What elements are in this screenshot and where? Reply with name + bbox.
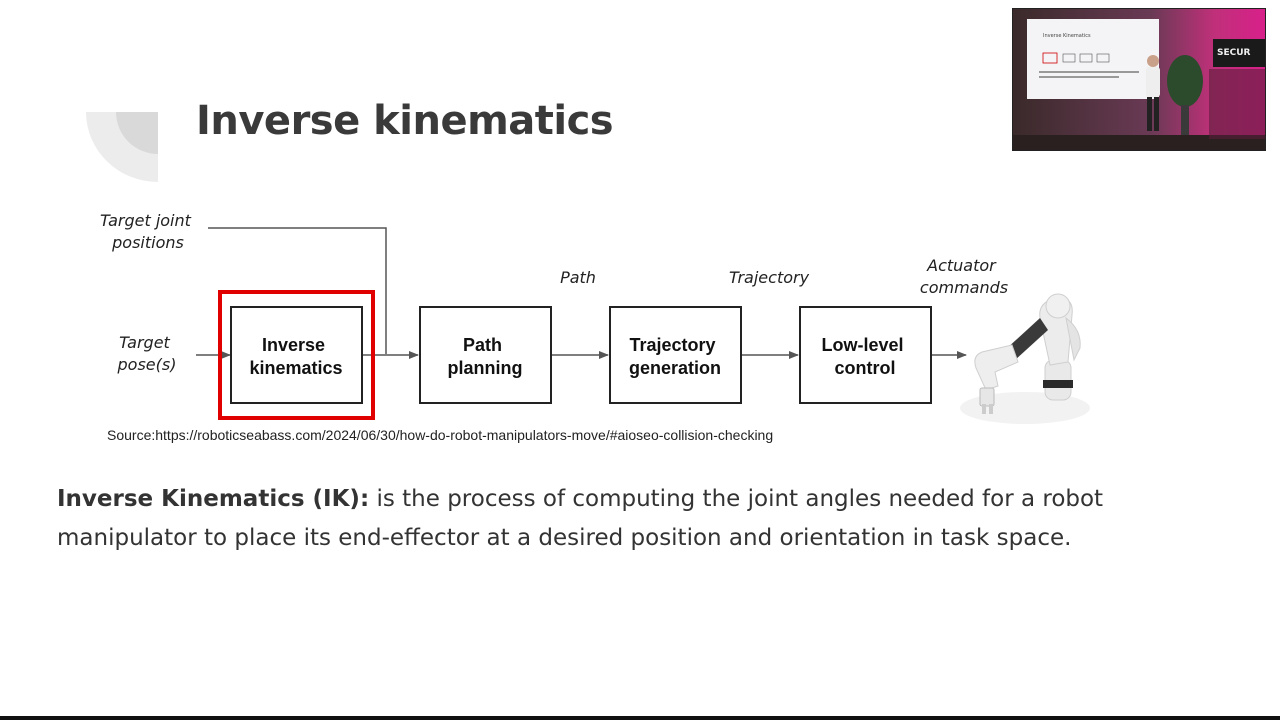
decorative-quarter-circle [86,112,158,182]
block-path-planning: Path planning [419,306,552,404]
block-inverse-kinematics: Inverse kinematics [230,306,363,404]
block-low-level-control: Low-level control [799,306,932,404]
svg-text:Trajectory generation: Trajectory generation [629,335,721,378]
speaker-video-frame: Inverse Kinematics SECUR [1013,9,1265,150]
edge-label-path: Path [560,268,596,287]
definition-term: Inverse Kinematics (IK): [57,486,370,512]
edge-label-actuator-commands: Actuator commands [920,256,1008,297]
bottom-border [0,716,1280,720]
block-trajectory-generation: Trajectory generation [609,306,742,404]
robot-arm-illustration [960,293,1090,424]
target-joint-label: Target joint positions [100,211,196,252]
slide-title: Inverse kinematics [196,98,614,144]
joint-positions-connector [208,227,387,354]
definition-body: is the process of computing the joint an… [57,486,1104,551]
svg-text:Inverse kinematics: Inverse kinematics [249,335,342,378]
ik-definition: Inverse Kinematics (IK): is the process … [57,480,1237,558]
wall-sign-text: SECUR [1217,48,1251,58]
ik-pipeline-diagram: Target joint positions Target pose(s) In… [100,211,1090,424]
target-pose-label: Target pose(s) [117,333,177,374]
ik-highlight-box [218,290,375,420]
svg-text:Low-level control: Low-level control [821,335,908,378]
svg-text:Path planning: Path planning [448,335,523,378]
speaker-video-inset: Inverse Kinematics SECUR [1012,8,1266,151]
source-citation: Source:https://roboticseabass.com/2024/0… [107,427,774,443]
projected-slide [1027,19,1159,99]
speaker-person [1147,55,1159,67]
edge-label-trajectory: Trajectory [729,268,810,287]
projected-slide-title: Inverse Kinematics [1043,33,1091,39]
